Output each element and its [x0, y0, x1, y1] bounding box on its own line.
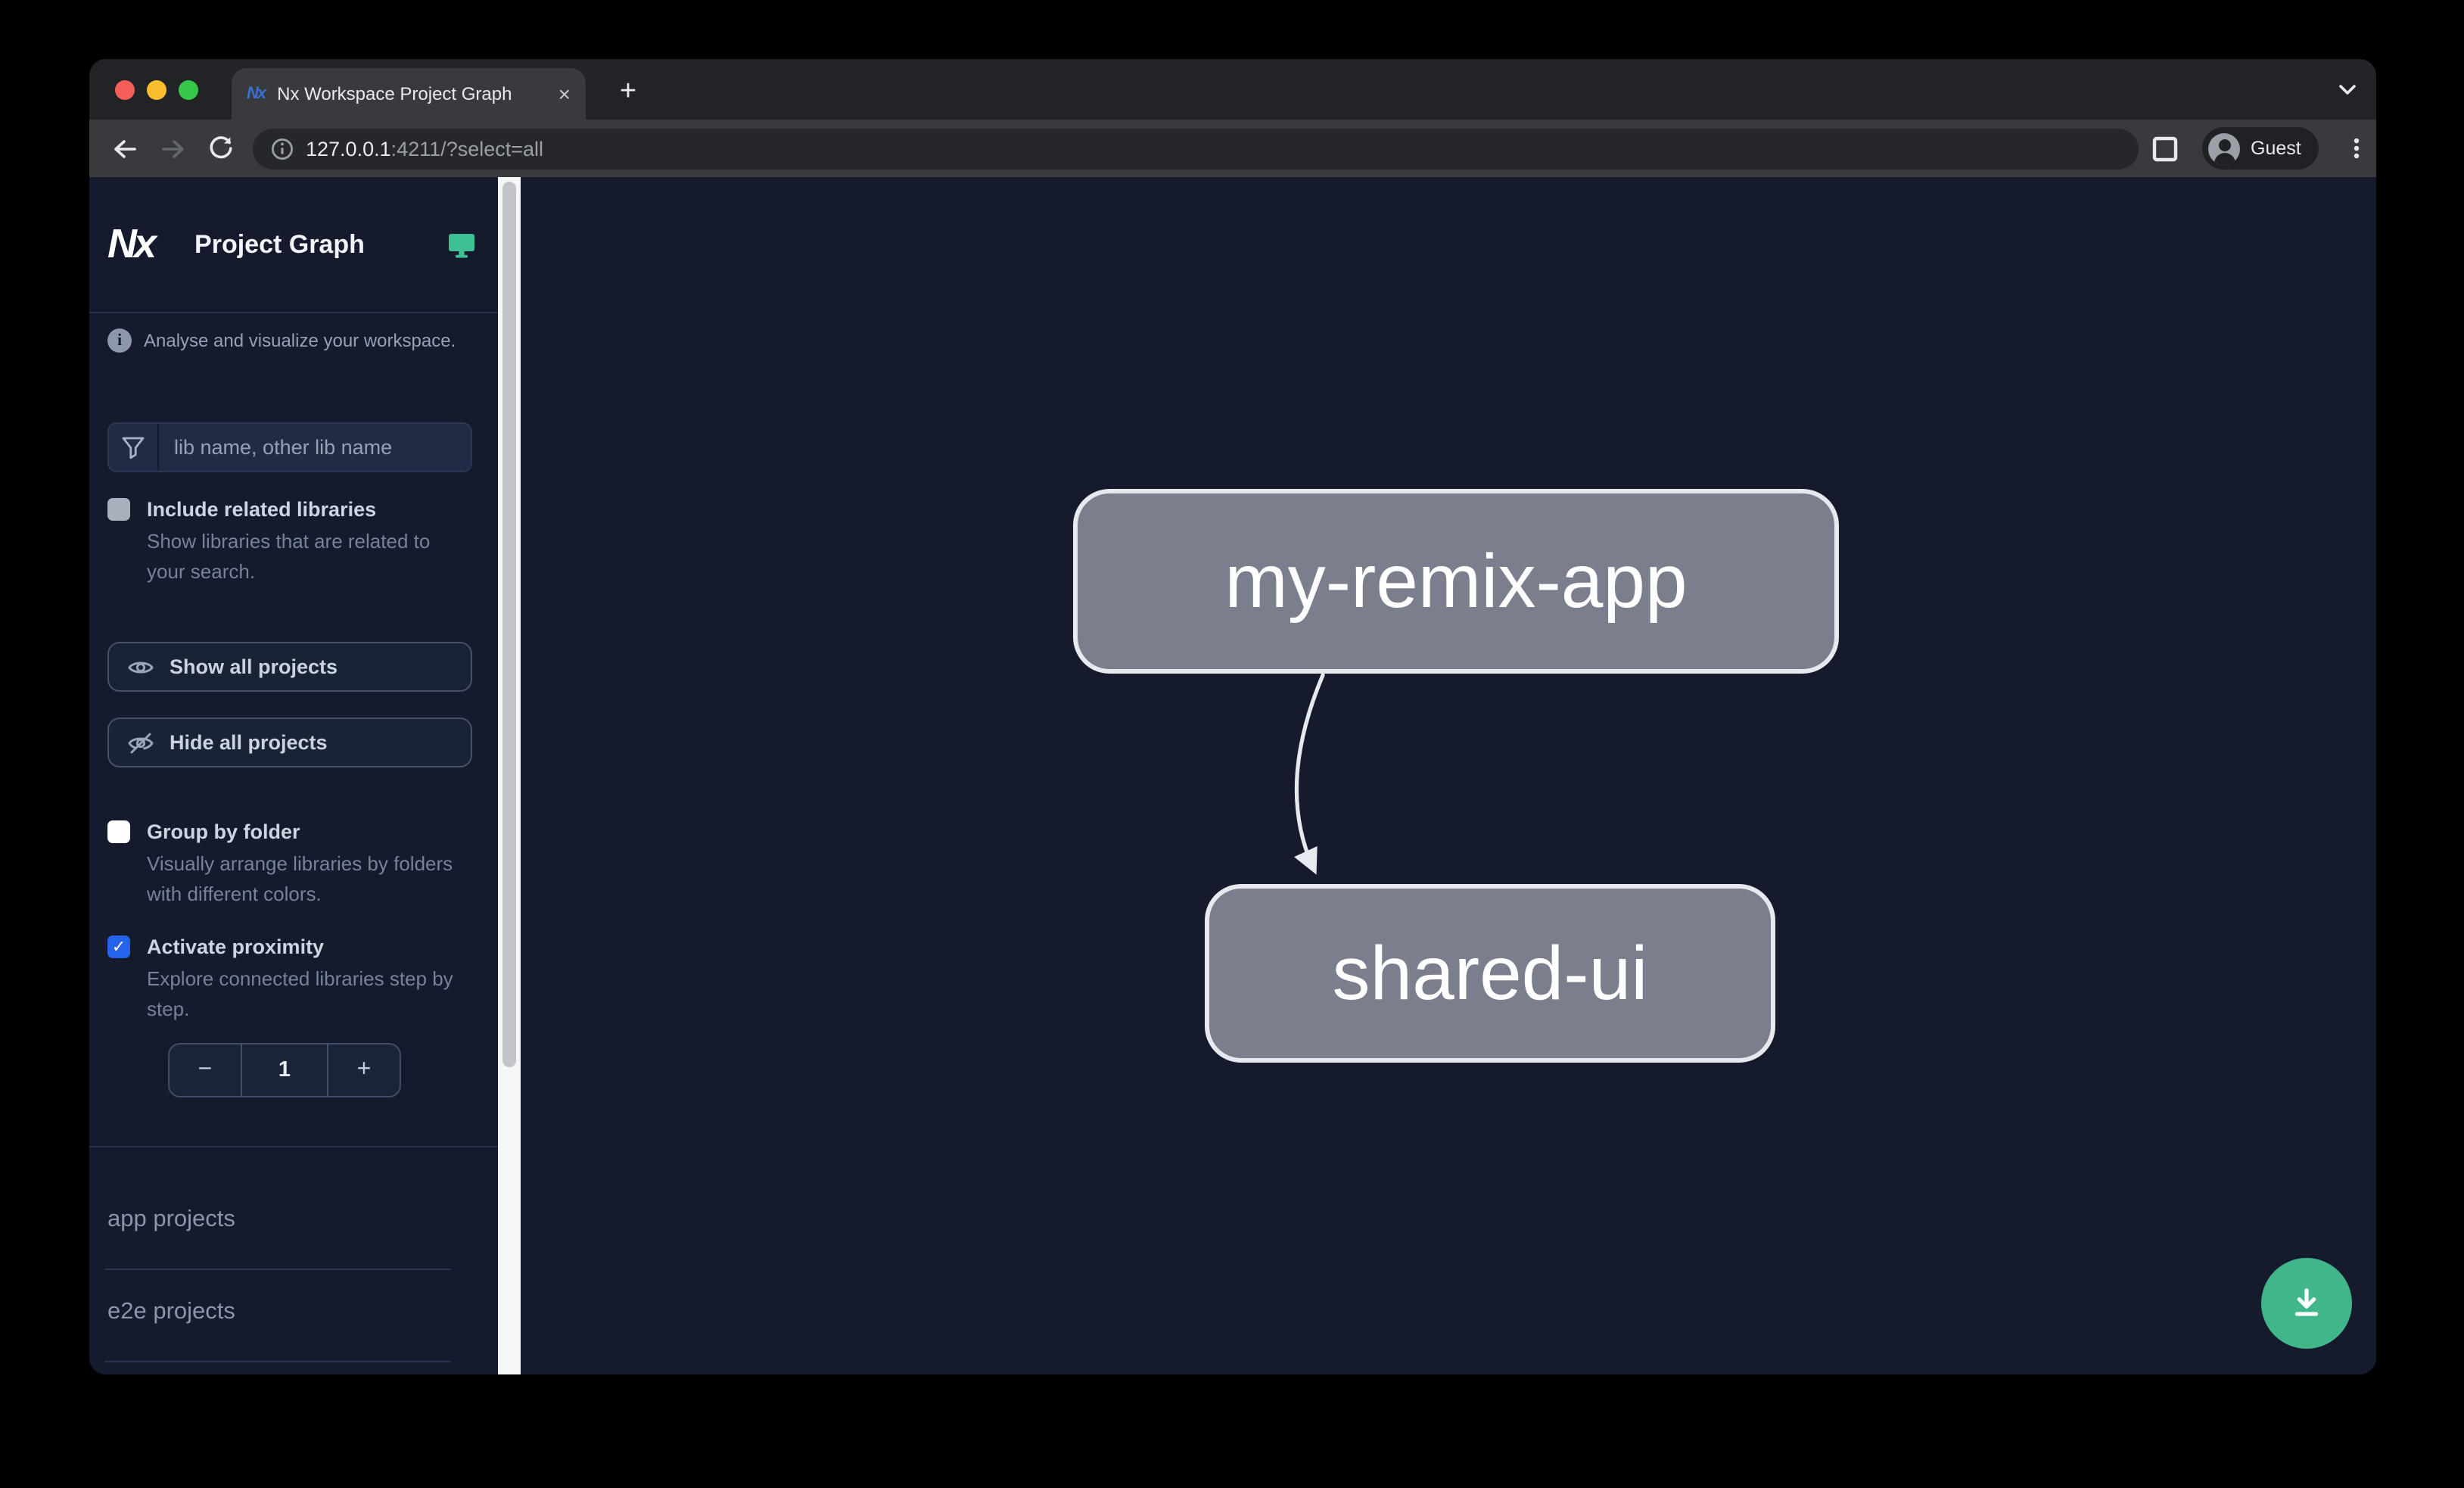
option-activate-proximity: ✓ Activate proximity Explore connected l…: [107, 935, 475, 1023]
include-related-description: Show libraries that are related to your …: [147, 530, 431, 582]
graph-canvas[interactable]: my-remix-app shared-ui: [521, 177, 2376, 1374]
edge-my-remix-app-to-shared-ui: [1294, 673, 1325, 875]
page-content: Nx Project Graph i Analyse and visualize…: [89, 177, 2376, 1374]
browser-menu-button[interactable]: [2335, 126, 2376, 171]
filter-icon: [109, 424, 159, 471]
activate-proximity-label: Activate proximity: [147, 935, 325, 958]
info-icon: i: [107, 328, 132, 353]
minimize-window-button[interactable]: [147, 80, 166, 100]
tab-strip: Nx Nx Workspace Project Graph × +: [89, 59, 2376, 120]
section-e2e-projects-rule: [104, 1361, 451, 1362]
sidebar-divider: [89, 1146, 498, 1147]
reload-button[interactable]: [198, 126, 244, 171]
proximity-stepper: − 1 +: [168, 1043, 401, 1097]
stepper-value: 1: [241, 1044, 328, 1096]
close-window-button[interactable]: [115, 80, 135, 100]
scrollbar-thumb[interactable]: [502, 182, 516, 1067]
forward-button[interactable]: [150, 126, 195, 171]
node-my-remix-app[interactable]: my-remix-app: [1073, 489, 1839, 674]
browser-window: Nx Nx Workspace Project Graph × +: [89, 59, 2376, 1374]
download-fab[interactable]: [2261, 1258, 2352, 1349]
group-by-folder-label: Group by folder: [147, 820, 300, 843]
download-icon: [2294, 1288, 2319, 1316]
profile-chip[interactable]: Guest: [2202, 127, 2319, 170]
url-text: 127.0.0.1:4211/?select=all: [306, 137, 544, 160]
browser-tab[interactable]: Nx Nx Workspace Project Graph ×: [232, 68, 586, 120]
toolbar-right-group: Guest: [2142, 126, 2376, 171]
section-app-projects-rule: [104, 1269, 451, 1270]
hide-all-projects-label: Hide all projects: [170, 731, 328, 754]
reload-icon: [210, 136, 232, 159]
search-input[interactable]: [159, 424, 471, 471]
site-info-icon[interactable]: [271, 137, 294, 160]
sidebar: Nx Project Graph i Analyse and visualize…: [89, 177, 498, 1374]
eye-icon: [128, 661, 154, 673]
browser-toolbar: 127.0.0.1:4211/?select=all Guest: [89, 120, 2376, 177]
tab-close-icon[interactable]: ×: [558, 82, 571, 106]
workspace-tagline-row: i Analyse and visualize your workspace.: [107, 328, 456, 353]
show-all-projects-button[interactable]: Show all projects: [107, 642, 472, 692]
side-panel-button[interactable]: [2142, 126, 2187, 171]
activate-proximity-checkbox[interactable]: ✓: [107, 935, 130, 958]
nx-logo: Nx: [107, 221, 157, 266]
include-related-checkbox[interactable]: [107, 498, 130, 521]
stepper-decrement-button[interactable]: −: [198, 1057, 213, 1082]
sidebar-scrollbar[interactable]: [498, 177, 521, 1374]
url-bar[interactable]: 127.0.0.1:4211/?select=all: [253, 128, 2139, 169]
hide-all-projects-button[interactable]: Hide all projects: [107, 718, 472, 767]
monitor-icon[interactable]: [446, 229, 477, 260]
eye-off-icon: [128, 732, 154, 753]
tab-title: Nx Workspace Project Graph: [277, 83, 512, 104]
section-app-projects: app projects: [107, 1206, 235, 1232]
show-all-projects-label: Show all projects: [170, 655, 338, 678]
section-e2e-projects: e2e projects: [107, 1299, 235, 1325]
filter-search: [107, 422, 472, 472]
side-panel-icon: [2151, 135, 2177, 161]
page-title: Project Graph: [194, 229, 365, 258]
sidebar-header: Nx Project Graph: [89, 177, 498, 313]
forward-arrow-icon: [161, 139, 183, 157]
workspace-tagline: Analyse and visualize your workspace.: [144, 330, 456, 351]
group-by-folder-description: Visually arrange libraries by folders wi…: [147, 852, 453, 904]
option-group-by-folder: Group by folder Visually arrange librari…: [107, 820, 475, 908]
chevron-down-icon[interactable]: [2335, 77, 2360, 109]
avatar-icon: [2208, 132, 2240, 164]
group-by-folder-checkbox[interactable]: [107, 820, 130, 843]
zoom-window-button[interactable]: [179, 80, 198, 100]
traffic-lights: [115, 80, 198, 100]
stepper-increment-button[interactable]: +: [356, 1057, 372, 1082]
back-arrow-icon: [114, 139, 135, 157]
include-related-label: Include related libraries: [147, 498, 377, 521]
tab-favicon-nx-icon: Nx: [247, 85, 266, 103]
node-shared-ui[interactable]: shared-ui: [1205, 884, 1775, 1063]
profile-name: Guest: [2251, 138, 2301, 159]
check-icon: ✓: [111, 939, 126, 957]
back-button[interactable]: [101, 126, 147, 171]
kebab-menu-icon: [2354, 138, 2360, 159]
option-include-related: Include related libraries Show libraries…: [107, 498, 475, 586]
activate-proximity-description: Explore connected libraries step by step…: [147, 967, 453, 1019]
new-tab-button[interactable]: +: [619, 76, 637, 107]
